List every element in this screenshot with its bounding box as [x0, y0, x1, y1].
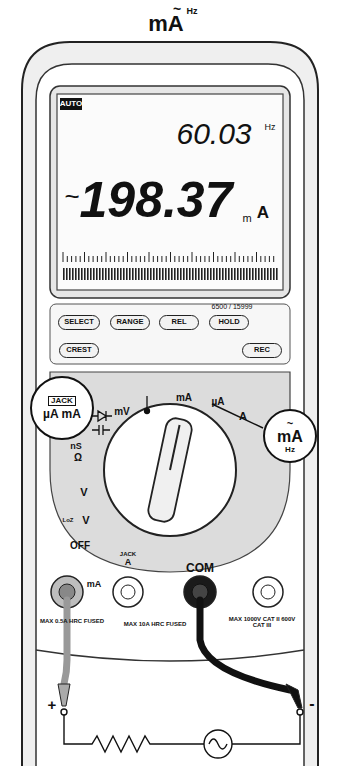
range-label: 6500 / 15999 — [212, 303, 253, 310]
button-label: RANGE — [116, 318, 143, 326]
button-panel — [50, 304, 290, 364]
lcd-unit: A — [257, 204, 269, 221]
callout-circle: JACK µA mA — [30, 376, 94, 440]
callout-text: JACK — [48, 396, 76, 406]
probe — [58, 684, 70, 706]
callout-text: Hz — [285, 446, 295, 454]
lcd-symbol: ~ — [64, 183, 79, 209]
dial-symbols — [88, 396, 150, 435]
dial-label: LoZ — [63, 517, 74, 523]
jack-rating: MAX 10A HRC FUSED — [124, 621, 186, 627]
housing — [22, 42, 318, 766]
key-button: SELECT — [58, 315, 100, 330]
dial-label: A — [239, 411, 247, 422]
dial-label: OFF — [70, 541, 90, 551]
lab-title: ~ — [173, 2, 181, 16]
lcd-unit: Hz — [265, 123, 276, 132]
leader-line — [212, 404, 263, 428]
dial-label: mV — [114, 407, 130, 417]
rotary-dial — [104, 404, 236, 536]
dial-label: mA — [176, 393, 192, 403]
jack-label: mA — [87, 580, 102, 589]
jack-label: COM — [186, 562, 214, 574]
dial-label: Ω — [74, 453, 82, 463]
lcd-glass — [57, 94, 283, 290]
dial-label: µA — [212, 397, 225, 407]
front-panel — [36, 64, 304, 766]
bargraph — [62, 268, 278, 280]
jack-rating: MAX 1000V CAT II 600V CAT III — [227, 616, 297, 628]
holster-edge — [36, 650, 304, 661]
probe — [286, 684, 302, 708]
polarity-mark: + — [48, 697, 57, 712]
key-button: HOLD — [209, 315, 249, 330]
button-label: REL — [172, 318, 187, 326]
jack-rating: MAX 0.5A HRC FUSED — [40, 618, 104, 624]
dial-label: V — [82, 515, 89, 526]
key-button: REL — [159, 315, 199, 330]
dial-label: V — [80, 487, 87, 498]
red-lead — [64, 600, 67, 684]
dial-knob — [146, 416, 193, 523]
callout-text: ~ — [287, 418, 293, 430]
lcd-digits: 60.03 — [176, 119, 251, 149]
dial-label: nS — [70, 442, 82, 451]
callout-circle: ~mAHz — [263, 409, 317, 463]
auto-box — [60, 98, 82, 110]
input-jacks — [51, 576, 283, 608]
lcd-bezel — [50, 86, 290, 298]
lab-title: Hz — [187, 7, 198, 16]
button-label: SELECT — [64, 318, 94, 326]
lcd-annunciator: AUTO — [60, 100, 83, 108]
key-button: RANGE — [110, 315, 150, 330]
black-lead — [200, 600, 290, 690]
bargraph-scale — [63, 252, 274, 262]
key-button: CREST — [59, 343, 99, 358]
key-button: REC — [242, 343, 282, 358]
lcd-unit: m — [242, 213, 251, 224]
button-label: REC — [254, 346, 270, 354]
test-circuit — [61, 709, 303, 758]
button-label: CREST — [66, 346, 91, 354]
callout-text: µA mA — [43, 408, 81, 421]
jack-label: JACK — [120, 551, 136, 557]
polarity-mark: - — [309, 696, 314, 712]
lcd-digits: 198.37 — [80, 175, 233, 225]
callout-text: mA — [277, 429, 303, 446]
button-label: HOLD — [218, 318, 239, 326]
lab-title: mA — [148, 13, 183, 35]
jack-label: A — [125, 558, 132, 567]
